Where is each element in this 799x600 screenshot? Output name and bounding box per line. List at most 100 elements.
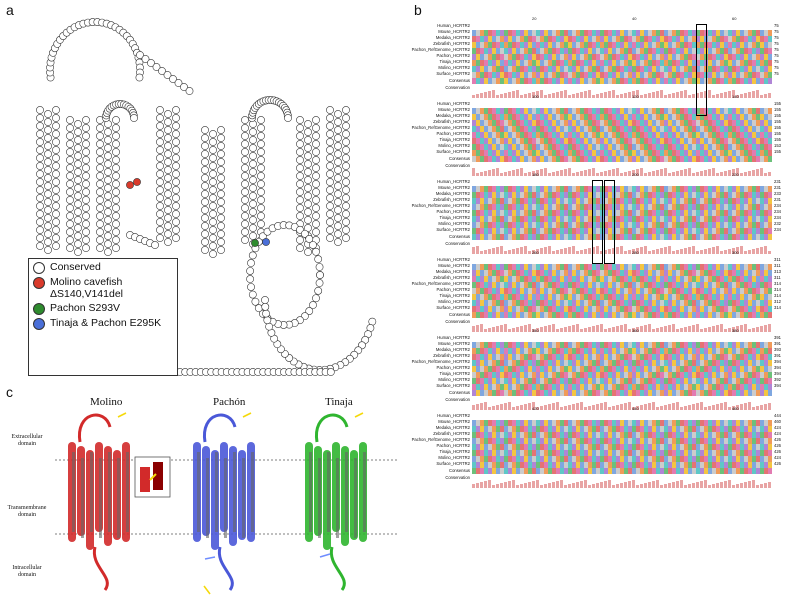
species-label: Mouse_HCRTR2 [438, 419, 470, 424]
residue-circle [44, 166, 52, 174]
residue-circle [164, 182, 172, 190]
residue-circle [241, 140, 249, 148]
residue-circle [334, 150, 342, 158]
conservation-label: Conservation [445, 241, 470, 246]
sequence-track [472, 437, 772, 450]
alignment-tick: 20 [532, 16, 537, 21]
sequence-track [472, 431, 772, 444]
species-label: Zebrafish_HCRTR2 [433, 41, 470, 46]
residue-circle [334, 182, 342, 190]
residue-circle [334, 142, 342, 150]
residue-circle [156, 146, 164, 154]
residue-circle [309, 301, 317, 309]
sequence-end-position: 75 [774, 65, 779, 70]
residue-circle [66, 236, 74, 244]
residue-circle [257, 148, 265, 156]
sequence-track [472, 455, 772, 468]
residue-circle [334, 166, 342, 174]
sequence-end-position: 426 [774, 443, 781, 448]
residue-circle [217, 182, 225, 190]
residue-circle [156, 162, 164, 170]
residue-circle [241, 212, 249, 220]
residue-circle [314, 286, 323, 295]
residue-circle [44, 190, 52, 198]
residue-circle [334, 238, 342, 246]
residue-circle [249, 176, 257, 184]
residue-circle [265, 322, 274, 331]
residue-circle [36, 186, 44, 194]
legend-label-molino: Molino cavefish ΔS140,V141del [50, 276, 123, 300]
residue-circle [342, 130, 350, 138]
residue-circle [296, 212, 304, 220]
residue-circle [326, 114, 334, 122]
sequence-track [472, 59, 772, 72]
residue-circle [304, 128, 312, 136]
residue-circle [342, 210, 350, 218]
residue-circle [74, 224, 82, 232]
species-label: Molino_HCRTR2 [438, 299, 470, 304]
residue-circle [164, 174, 172, 182]
helix-shadow [233, 452, 236, 532]
residue-circle [249, 160, 257, 168]
residue-circle [217, 238, 225, 246]
mutation-highlight-box [696, 24, 707, 116]
residue-circle [36, 170, 44, 178]
species-label: Human_HCRTR2 [437, 101, 470, 106]
residue-circle [257, 196, 265, 204]
residue-circle [66, 196, 74, 204]
sequence-track [472, 125, 772, 138]
species-label: Tinaja_HCRTR2 [439, 449, 471, 454]
residue-circle [326, 368, 335, 376]
residue-circle [82, 236, 90, 244]
species-label: Human_HCRTR2 [437, 23, 470, 28]
residue-circle [156, 122, 164, 130]
residue-circle [305, 235, 314, 243]
alignment-tick: 260 [532, 250, 539, 255]
residue-circle [185, 87, 194, 95]
residue-circle [82, 140, 90, 148]
residue-circle [241, 132, 249, 140]
sequence-end-position: 234 [774, 227, 781, 232]
residue-circle [249, 128, 257, 136]
residue-circle [326, 154, 334, 162]
legend-item-pachon: Pachon S293V [33, 302, 173, 315]
residue-circle [334, 158, 342, 166]
residue-circle [66, 132, 74, 140]
residue-circle [36, 122, 44, 130]
residue-circle [172, 106, 180, 114]
conservation-label: Conservation [445, 319, 470, 324]
residue-circle [112, 180, 120, 188]
residue-circle [261, 302, 270, 311]
residue-circle [104, 208, 112, 216]
structure-title-pachon: Pachón [213, 396, 246, 408]
residue-circle [52, 162, 60, 170]
legend-label-tinaja: Tinaja & Pachon E295K [50, 317, 162, 329]
sequence-track [472, 443, 772, 456]
residue-circle [315, 279, 324, 287]
sequence-end-position: 155 [774, 131, 781, 136]
residue-circle [156, 186, 164, 194]
residue-circle [172, 186, 180, 194]
alignment-tick: 60 [732, 16, 737, 21]
residue-circle [217, 150, 225, 158]
conservation-bars [472, 241, 772, 254]
residue-circle [82, 188, 90, 196]
residue-circle [156, 210, 164, 218]
residue-circle [180, 83, 188, 91]
sequence-track [472, 269, 772, 282]
species-label: Tinaja_HCRTR2 [439, 371, 471, 376]
residue-circle [209, 130, 217, 138]
residue-circle [209, 170, 217, 178]
legend-swatch-pachon [33, 303, 45, 315]
residue-circle [104, 168, 112, 176]
residue-circle [209, 210, 217, 218]
residue-circle [44, 174, 52, 182]
residue-circle [112, 164, 120, 172]
legend-swatch-conserved [33, 262, 45, 274]
